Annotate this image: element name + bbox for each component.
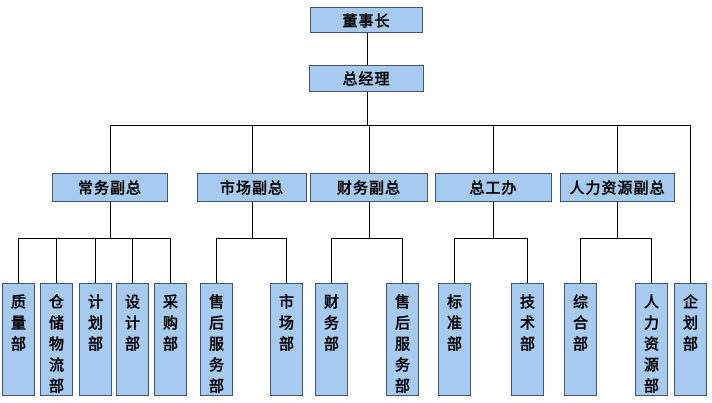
node-branch-finance-vp: 财务副总 [310,173,428,202]
node-general-manager-label: 总经理 [342,70,391,88]
dept-label: 采购部 [162,293,178,353]
connector-line [617,125,618,173]
branch-label: 人力资源副总 [569,179,666,197]
dept-label: 售后服务部 [394,293,410,395]
connector-line [651,238,652,283]
connector-line [18,238,171,239]
connector-line [331,238,403,239]
connector-line [331,238,332,283]
connector-line [170,238,171,283]
connector-line [110,125,111,173]
node-dept-quality: 质量部 [2,283,35,396]
connector-line [216,238,217,283]
connector-line [132,238,133,283]
dept-label: 质量部 [10,293,26,353]
node-dept-standards: 标准部 [438,283,471,396]
node-chairman-label: 董事长 [342,11,391,30]
dept-label: 企划部 [682,293,698,353]
connector-line [580,238,652,239]
node-dept-warehouse-logistics: 仓储物流部 [40,283,73,396]
node-dept-planning: 计划部 [79,283,112,396]
connector-line [95,238,96,283]
connector-line [56,238,57,283]
node-dept-enterprise-planning: 企划部 [674,283,707,396]
connector-line [252,125,253,173]
connector-line [110,202,111,238]
dept-label: 综合部 [572,293,588,353]
connector-line [18,238,19,283]
connector-line [690,125,691,283]
dept-label: 标准部 [446,293,462,353]
dept-label: 设计部 [124,293,140,353]
connector-line [369,202,370,238]
dept-label: 仓储物流部 [48,293,64,395]
node-dept-after-sales-service-2: 售后服务部 [386,283,419,396]
connector-line [617,202,618,238]
connector-line [402,238,403,283]
branch-label: 市场副总 [219,179,284,197]
connector-line [216,238,287,239]
connector-line [367,92,368,125]
node-branch-hr-vp: 人力资源副总 [560,173,675,202]
dept-label: 市场部 [278,293,294,353]
node-general-manager: 总经理 [309,65,424,92]
connector-line [110,125,691,126]
node-chairman: 董事长 [310,7,423,33]
connector-line [527,238,528,283]
connector-line [369,125,370,173]
node-branch-marketing-vp: 市场副总 [197,173,307,202]
node-branch-chief-engineer-office: 总工办 [435,173,552,202]
connector-line [454,238,455,283]
connector-line [286,238,287,283]
connector-line [493,202,494,238]
connector-line [493,125,494,173]
node-dept-procurement: 采购部 [154,283,187,396]
connector-line [367,33,368,65]
node-branch-executive-vp: 常务副总 [52,173,168,202]
dept-label: 人力资源部 [643,293,659,395]
dept-label: 财务部 [323,293,339,353]
node-dept-technology: 技术部 [511,283,544,396]
branch-label: 财务副总 [336,179,401,197]
node-dept-marketing: 市场部 [270,283,303,396]
node-dept-human-resources: 人力资源部 [635,283,668,396]
dept-label: 技术部 [519,293,535,353]
node-dept-after-sales-service-1: 售后服务部 [200,283,233,396]
connector-line [252,202,253,238]
dept-label: 售后服务部 [208,293,224,395]
connector-line [580,238,581,283]
node-dept-general-affairs: 综合部 [564,283,597,396]
connector-line [454,238,528,239]
node-dept-design: 设计部 [116,283,149,396]
node-dept-finance: 财务部 [315,283,348,396]
branch-label: 常务副总 [77,179,142,197]
dept-label: 计划部 [87,293,103,353]
branch-label: 总工办 [469,179,518,197]
